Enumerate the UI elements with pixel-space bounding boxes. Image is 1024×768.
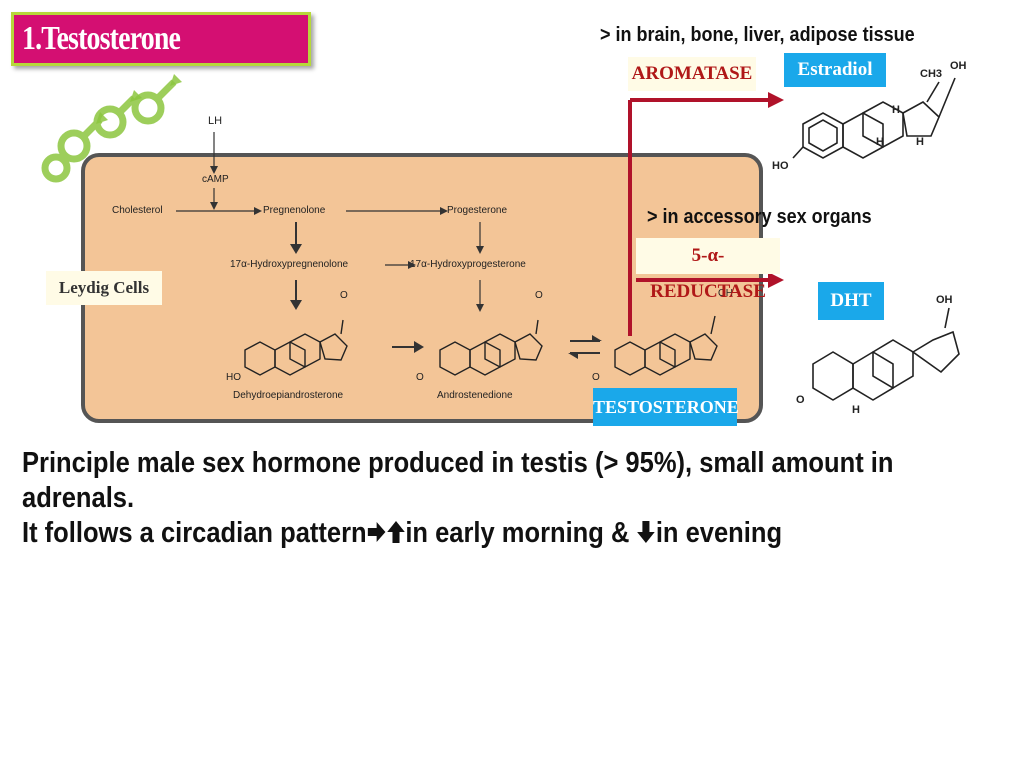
body-line-2: adrenals.: [22, 482, 135, 514]
testosterone-label: TESTOSTERONE: [593, 388, 739, 426]
estradiol-h3: H: [916, 136, 924, 148]
aromatase-label: AROMATASE: [628, 57, 756, 91]
reductase-prefix: 5-: [691, 245, 708, 266]
dhea-label: Dehydroepiandrosterone: [233, 390, 344, 401]
body-line-1: Principle male sex hormone produced in t…: [22, 447, 894, 479]
estradiol-ho: HO: [772, 160, 789, 172]
andro-o-left: O: [416, 372, 424, 383]
dhea-structure: [244, 319, 348, 376]
title-box: [11, 12, 311, 66]
estradiol-ch3: CH3: [920, 68, 943, 80]
reductase-suffix: -REDUCTASE: [650, 245, 766, 302]
body-line-3: It follows a circadian pattern in early m…: [22, 516, 893, 551]
dht-o: O: [796, 394, 805, 406]
testo-o: O: [592, 372, 600, 383]
dht-h: H: [852, 404, 860, 416]
body-line-3-c: in evening: [655, 517, 783, 549]
body-line-3-a: It follows a circadian pattern: [22, 517, 367, 549]
dht-label: DHT: [818, 282, 884, 320]
reductase-label: 5-α-REDUCTASE: [636, 238, 780, 302]
slide-title: 1.Testosterone: [22, 20, 181, 57]
male-symbols-icon: [41, 74, 182, 183]
lh-label: LH: [208, 115, 223, 127]
androstenedione-structure: [439, 319, 543, 376]
estradiol-label: Estradiol: [784, 53, 886, 87]
body-line-3-b: in early morning &: [405, 517, 637, 549]
estradiol-oh: OH: [950, 60, 967, 72]
oh-pregnenolone-label: 17α-Hydroxypregnenolone: [230, 259, 349, 270]
testosterone-structure: [614, 315, 718, 376]
note-brain-bone: > in brain, bone, liver, adipose tissue: [600, 24, 915, 46]
estradiol-h1: H: [892, 104, 900, 116]
arrow-down-icon: [637, 521, 655, 543]
reductase-alpha: α: [707, 245, 719, 266]
estradiol-structure: [792, 77, 956, 159]
note-accessory-organs: > in accessory sex organs: [647, 206, 872, 228]
androstenedione-label: Androstenedione: [437, 390, 513, 401]
testo-oh: OH: [718, 288, 733, 299]
andro-o-top: O: [535, 290, 543, 301]
progesterone-label: Progesterone: [447, 205, 508, 216]
pathway-arrows: [176, 132, 602, 359]
arrow-right-icon: [367, 522, 386, 542]
dhea-o: O: [340, 290, 348, 301]
conversion-arrows: [628, 92, 784, 336]
arrow-up-icon: [386, 521, 405, 543]
dht-oh: OH: [936, 294, 953, 306]
pregnenolone-label: Pregnenolone: [263, 205, 326, 216]
oh-progesterone-label: 17α-Hydroxyprogesterone: [410, 259, 526, 270]
dhea-ho: HO: [226, 372, 241, 383]
body-text: Principle male sex hormone produced in t…: [22, 446, 893, 551]
estradiol-h2: H: [876, 136, 884, 148]
leydig-cells-label: Leydig Cells: [46, 271, 162, 305]
camp-label: cAMP: [202, 174, 229, 185]
cholesterol-label: Cholesterol: [112, 205, 163, 216]
dht-structure: [812, 307, 960, 401]
